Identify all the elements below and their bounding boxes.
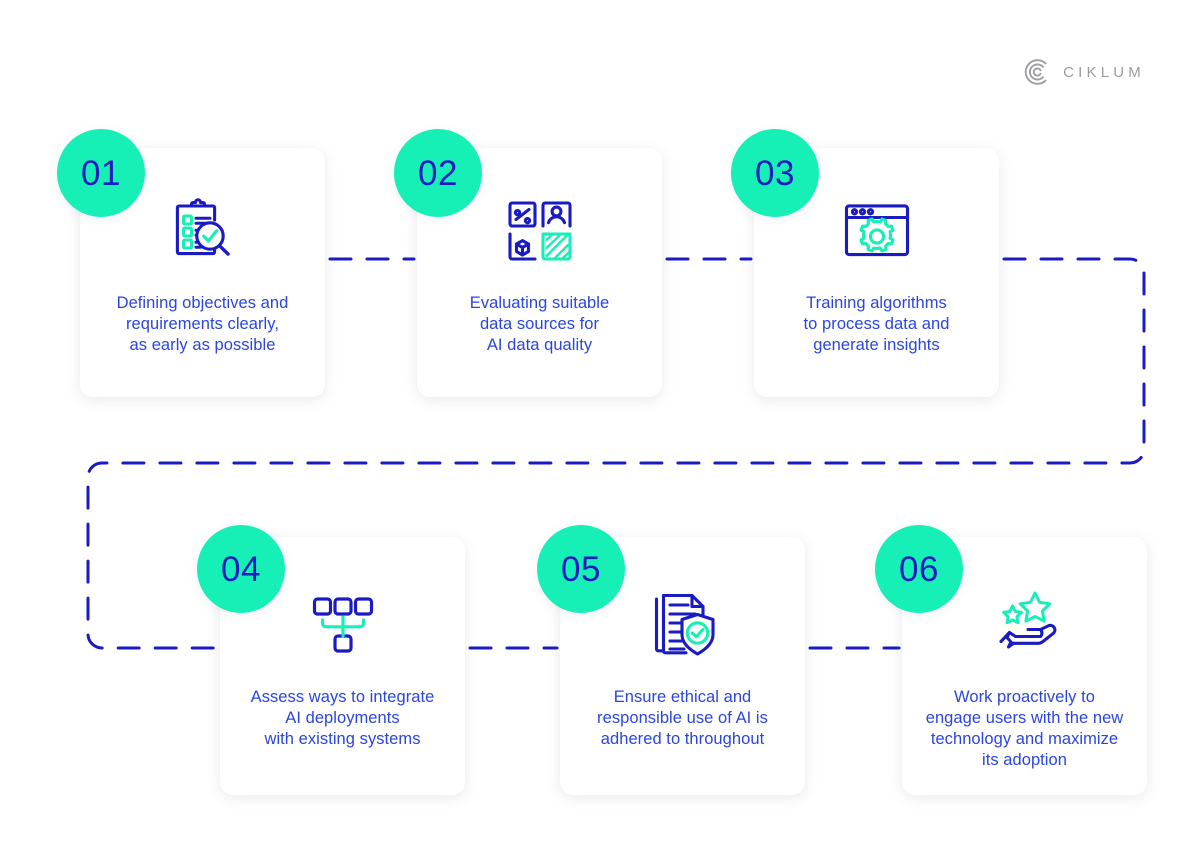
step-text-2: Evaluating suitable data sources for AI … bbox=[469, 294, 610, 354]
step-text-5: Ensure ethical and responsible use of AI… bbox=[597, 688, 768, 748]
brand-logo: CIKLUM bbox=[1022, 58, 1145, 86]
step-number-5: 05 bbox=[561, 549, 601, 589]
step-badge-5[interactable]: 05 bbox=[537, 525, 625, 613]
step-icon-6-wrap bbox=[902, 589, 1147, 661]
step-icon-4-wrap bbox=[220, 589, 465, 661]
step-badge-4[interactable]: 04 bbox=[197, 525, 285, 613]
step-badge-2[interactable]: 02 bbox=[394, 129, 482, 217]
step-icon-2-wrap bbox=[417, 194, 662, 268]
step-text-4: Assess ways to integrate AI deployments … bbox=[250, 688, 435, 748]
step-number-6: 06 bbox=[899, 549, 939, 589]
brand-name: CIKLUM bbox=[1063, 63, 1145, 81]
browser-window-gear-icon bbox=[844, 204, 909, 257]
step-text-6: Work proactively to engage users with th… bbox=[925, 688, 1124, 769]
step-number-3: 03 bbox=[755, 153, 795, 193]
step-icon-5-wrap bbox=[560, 589, 805, 661]
integration-nodes-icon bbox=[312, 597, 373, 653]
data-sources-grid-icon bbox=[507, 201, 572, 261]
step-badge-3[interactable]: 03 bbox=[731, 129, 819, 217]
clipboard-checklist-magnifier-icon bbox=[175, 198, 230, 256]
step-text-1: Defining objectives and requirements cle… bbox=[116, 294, 289, 354]
step-icon-3-wrap bbox=[754, 194, 999, 268]
ciklum-c-logo-icon bbox=[1024, 59, 1047, 85]
hand-stars-adoption-icon bbox=[998, 591, 1056, 649]
document-shield-check-icon bbox=[654, 593, 715, 656]
step-text-3: Training algorithms to process data and … bbox=[803, 294, 950, 354]
step-number-4: 04 bbox=[221, 549, 261, 589]
step-icon-1-wrap bbox=[80, 194, 325, 268]
step-badge-1[interactable]: 01 bbox=[57, 129, 145, 217]
step-badge-6[interactable]: 06 bbox=[875, 525, 963, 613]
step-number-1: 01 bbox=[81, 153, 121, 193]
step-number-2: 02 bbox=[418, 153, 458, 193]
step-card-4[interactable]: Assess ways to integrate AI deployments … bbox=[220, 537, 465, 795]
